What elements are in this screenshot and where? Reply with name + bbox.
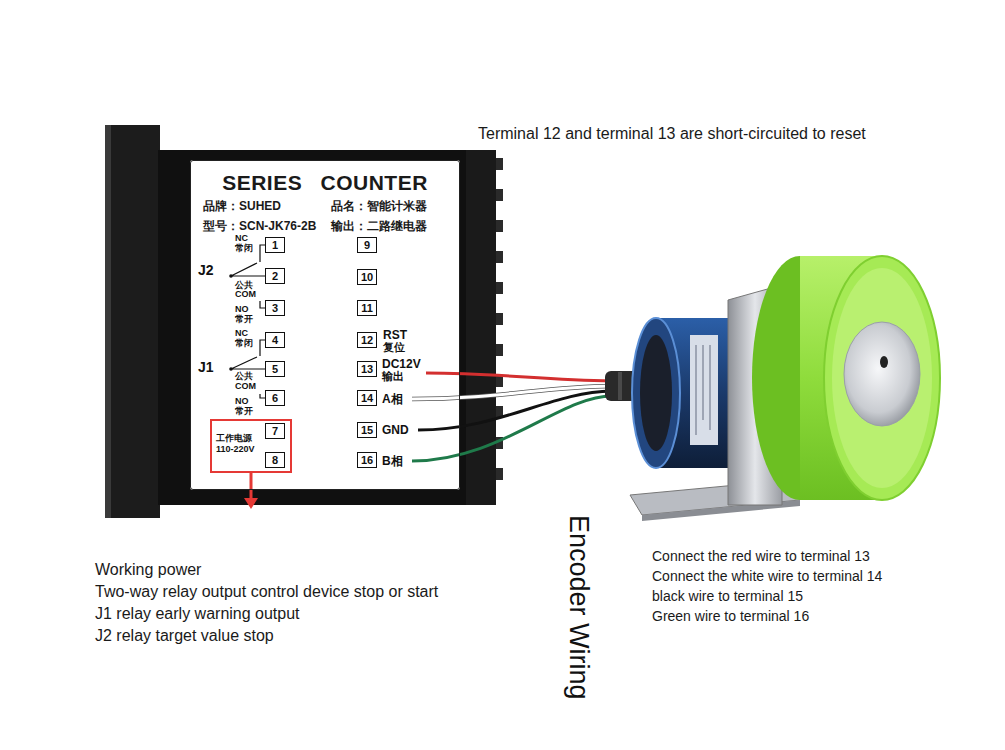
terminal-number: 5 [266, 362, 284, 376]
relay-pivot [229, 274, 233, 278]
white-wire-outline [412, 386, 612, 399]
terminal-box: 6 [265, 390, 285, 406]
terminal-number: 12 [358, 333, 376, 347]
label-panel: 12345678工作电源 110-220V910111213141516SERI… [190, 160, 460, 490]
terminal-box: 8 [265, 452, 285, 468]
terminal-number: 4 [266, 333, 284, 347]
encoder-face [632, 318, 680, 468]
green-wire [412, 396, 612, 461]
terminal-number: 16 [358, 453, 376, 467]
terminal-number: 9 [358, 238, 376, 252]
terminal-box: 3 [265, 300, 285, 316]
sticker-print [696, 345, 710, 435]
power-terminal-group: 7 8工作电源 110-220V [210, 419, 292, 473]
terminal-number: 6 [266, 391, 284, 405]
label-panel-ground [190, 160, 460, 490]
terminal-number: 14 [358, 391, 376, 405]
terminal-box: 11 [357, 300, 377, 316]
wheel-hub [844, 322, 920, 426]
note-text: Terminal 12 and terminal 13 are short-ci… [478, 125, 866, 143]
note-text: Two-way relay output control device stop… [95, 583, 438, 601]
relay-name: J1 [198, 359, 214, 375]
terminal-box: 1 [265, 237, 285, 253]
terminal-function: 输出 [382, 370, 404, 383]
terminal-box: 13 [357, 361, 377, 377]
terminal-box: 10 [357, 269, 377, 285]
terminal-function: DC12V [382, 357, 421, 371]
counter-body [158, 150, 470, 505]
contact-label: 常开 [235, 406, 253, 416]
red-arrow-shaft [250, 473, 253, 500]
model-info: 型号：SCN-JK76-2B [203, 219, 316, 233]
terminal-number: 3 [266, 301, 284, 315]
power-label: 工作电源 110-220V [216, 433, 264, 455]
relay-pivot [229, 367, 233, 371]
contact-label: COM [235, 381, 256, 391]
wiring-note: Connect the red wire to terminal 13 [652, 548, 870, 564]
output-info: 输出：二路继电器 [331, 219, 427, 233]
bezel-edge [105, 125, 111, 518]
terminal-number: 13 [358, 362, 376, 376]
wiring-note: Green wire to terminal 16 [652, 608, 809, 624]
contact-label: 常开 [235, 314, 253, 324]
terminal-box: 9 [357, 237, 377, 253]
terminal-box: 15 [357, 422, 377, 438]
terminal-function: 复位 [383, 341, 405, 354]
wiring-note: Connect the white wire to terminal 14 [652, 568, 882, 584]
wiring-note: black wire to terminal 15 [652, 588, 803, 604]
contact-label: 常闭 [235, 338, 253, 348]
wheel-face [824, 256, 940, 500]
product-name: 品名：智能计米器 [331, 199, 427, 213]
terminal-box: 4 [265, 332, 285, 348]
contact-label: NC [235, 233, 248, 243]
wheel-face-inner [832, 268, 932, 488]
device-title: SERIES COUNTER [191, 171, 459, 195]
relay-j2-symbol [231, 245, 265, 308]
terminal-number: 15 [358, 423, 376, 437]
red-arrow-head [244, 498, 258, 509]
red-wire [426, 373, 612, 381]
note-text: Working power [95, 561, 201, 579]
terminal-box: 16 [357, 452, 377, 468]
note-text: J2 relay target value stop [95, 627, 274, 645]
brand-info: 品牌：SUHED [203, 199, 281, 213]
cable-band [618, 372, 622, 400]
terminal-number: 8 [266, 453, 284, 467]
note-text: J1 relay early warning output [95, 605, 300, 623]
terminal-function: GND [382, 423, 409, 437]
contact-label: NO [235, 396, 249, 406]
relay-name: J2 [198, 262, 214, 278]
encoder-face-inner [640, 335, 672, 451]
terminal-box: 5 [265, 361, 285, 377]
terminal-ridges [496, 158, 503, 480]
terminal-box: 12 [357, 332, 377, 348]
contact-label: NO [235, 304, 249, 314]
hub-center [880, 356, 888, 368]
contact-label: 常闭 [235, 243, 253, 253]
terminal-box: 2 [265, 268, 285, 284]
terminal-function: RST [383, 328, 407, 342]
terminal-function: B相 [382, 454, 403, 468]
terminal-box: 14 [357, 390, 377, 406]
black-wire [418, 391, 612, 430]
contact-label: 公共 [235, 371, 253, 381]
terminal-function: A相 [382, 392, 403, 406]
contact-label: 公共 [235, 280, 253, 290]
terminal-number: 1 [266, 238, 284, 252]
contact-label: NC [235, 328, 248, 338]
relay-j1-symbol [231, 340, 265, 398]
white-wire [412, 386, 612, 399]
contact-label: COM [235, 289, 256, 299]
terminal-number: 10 [358, 270, 376, 284]
terminal-number: 11 [358, 301, 376, 315]
counter-bezel [105, 125, 160, 518]
encoder-sticker [690, 335, 718, 445]
terminal-box: 7 [265, 423, 285, 439]
section-title: Encoder Wiring [563, 515, 594, 700]
terminal-number: 2 [266, 269, 284, 283]
terminal-number: 7 [266, 424, 284, 438]
